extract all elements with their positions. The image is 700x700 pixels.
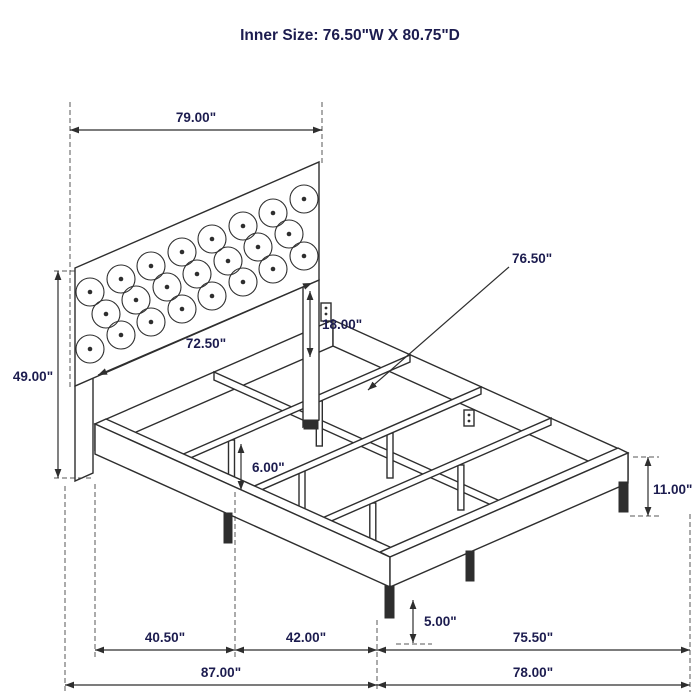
extension-lines (54, 102, 691, 692)
dimension-overall-right: 78.00" (377, 665, 690, 689)
dim-label-bottom-left: 40.50" (145, 630, 185, 645)
bed-frame (93, 318, 630, 619)
dim-label-headboard-height: 49.00" (13, 369, 53, 384)
rail-bracket (463, 409, 475, 427)
rail-leg (223, 512, 233, 544)
rail-leg (465, 550, 475, 582)
dim-label-panel-width: 72.50" (186, 336, 226, 351)
dimension-headboard-width: 79.00" (70, 110, 322, 134)
dimension-center-leg-height: 6.00" (237, 444, 285, 490)
slat-leg (386, 432, 394, 479)
dim-label-headboard-width: 79.00" (176, 110, 216, 125)
page-title: Inner Size: 76.50"W X 80.75"D (240, 27, 460, 44)
headboard-right-foot (303, 419, 319, 430)
slat-leg (457, 464, 465, 511)
dimension-rail-height: 11.00" (644, 457, 692, 516)
dim-label-overall-right: 78.00" (513, 665, 553, 680)
dimension-bottom-left: 40.50" (95, 630, 235, 654)
dim-label-overall-left: 87.00" (201, 665, 241, 680)
headboard-bracket (320, 302, 332, 322)
dim-label-bottom-right: 75.50" (513, 630, 553, 645)
headboard-right-post (302, 278, 320, 429)
dim-label-foot-leg-height: 5.00" (424, 614, 457, 629)
corner-leg (384, 585, 395, 619)
dimension-overall-left: 87.00" (65, 665, 377, 689)
dim-label-panel-height: 18.00" (322, 317, 362, 332)
corner-leg (618, 481, 629, 513)
dim-label-bottom-center: 42.00" (286, 630, 326, 645)
dimension-headboard-height: 49.00" (13, 271, 62, 478)
dim-label-inner-width: 76.50" (512, 251, 552, 266)
headboard-left-leg (74, 376, 94, 483)
dimension-panel-height: 18.00" (306, 291, 362, 357)
dim-label-center-leg-height: 6.00" (252, 460, 285, 475)
dimension-bottom-center: 42.00" (235, 630, 377, 654)
dimension-inner-width: 76.50" (367, 251, 552, 391)
dim-label-rail-height: 11.00" (653, 482, 692, 497)
dimension-bottom-right: 75.50" (377, 630, 690, 654)
dimension-panel-width: 72.50" (97, 282, 313, 376)
dimension-foot-leg-height: 5.00" (409, 600, 457, 643)
